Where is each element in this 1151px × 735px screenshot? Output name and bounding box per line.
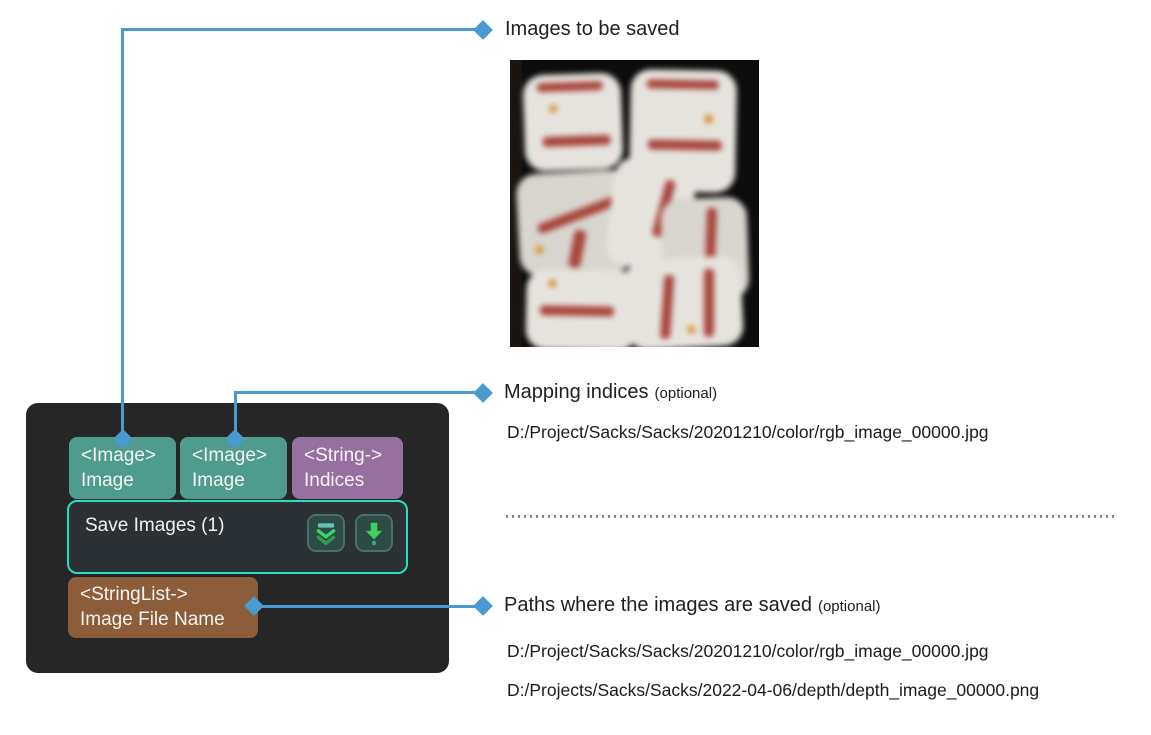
connector-diamond-icon [473,596,493,616]
sacks-photo [510,60,759,347]
connector-line-paths-horizontal [254,605,484,608]
download-icon [365,522,383,546]
port-name-label: Image File Name [80,609,225,630]
output-port-image-file-name[interactable]: <StringList-> Image File Name [68,577,258,638]
optional-tag: (optional) [654,385,718,402]
port-name-label: Image [192,470,245,491]
port-type-label: <Image> [81,445,156,466]
saved-path-rgb: D:/Project/Sacks/Sacks/20201210/color/rg… [507,641,989,661]
connector-line-images-horizontal [121,28,484,31]
callout-images-to-be-saved: Images to be saved [505,18,680,41]
input-port-indices[interactable]: <String-> Indices [292,437,403,499]
save-images-node[interactable]: Save Images (1) [67,500,408,574]
callout-label: Images to be saved [505,18,680,40]
node-title: Save Images (1) [85,515,225,536]
callout-mapping-indices: Mapping indices (optional) [504,381,717,404]
connector-line-indices-vertical [234,392,237,440]
port-type-label: <String-> [304,445,383,466]
collapse-parameters-icon [316,523,336,546]
optional-tag: (optional) [817,598,881,615]
collapse-parameters-button[interactable] [307,514,345,552]
input-port-image-2[interactable]: <Image> Image [180,437,287,499]
port-name-label: Image [81,470,134,491]
callout-label: Paths where the images are saved [504,594,812,616]
connector-diamond-icon [473,383,493,403]
dotted-divider [506,515,1114,518]
saved-path-depth: D:/Projects/Sacks/Sacks/2022-04-06/depth… [507,680,1040,700]
connector-line-indices-horizontal [234,391,484,394]
photo-content [510,60,759,347]
callout-label: Mapping indices [504,381,649,403]
port-name-label: Indices [304,470,365,491]
port-type-label: <StringList-> [80,584,188,605]
download-button[interactable] [355,514,393,552]
port-type-label: <Image> [192,445,267,466]
connector-line-images-vertical [121,29,124,440]
connector-diamond-icon [473,20,493,40]
callout-paths-where-saved: Paths where the images are saved (optiona… [504,594,881,617]
mapping-indices-path: D:/Project/Sacks/Sacks/20201210/color/rg… [507,422,989,442]
